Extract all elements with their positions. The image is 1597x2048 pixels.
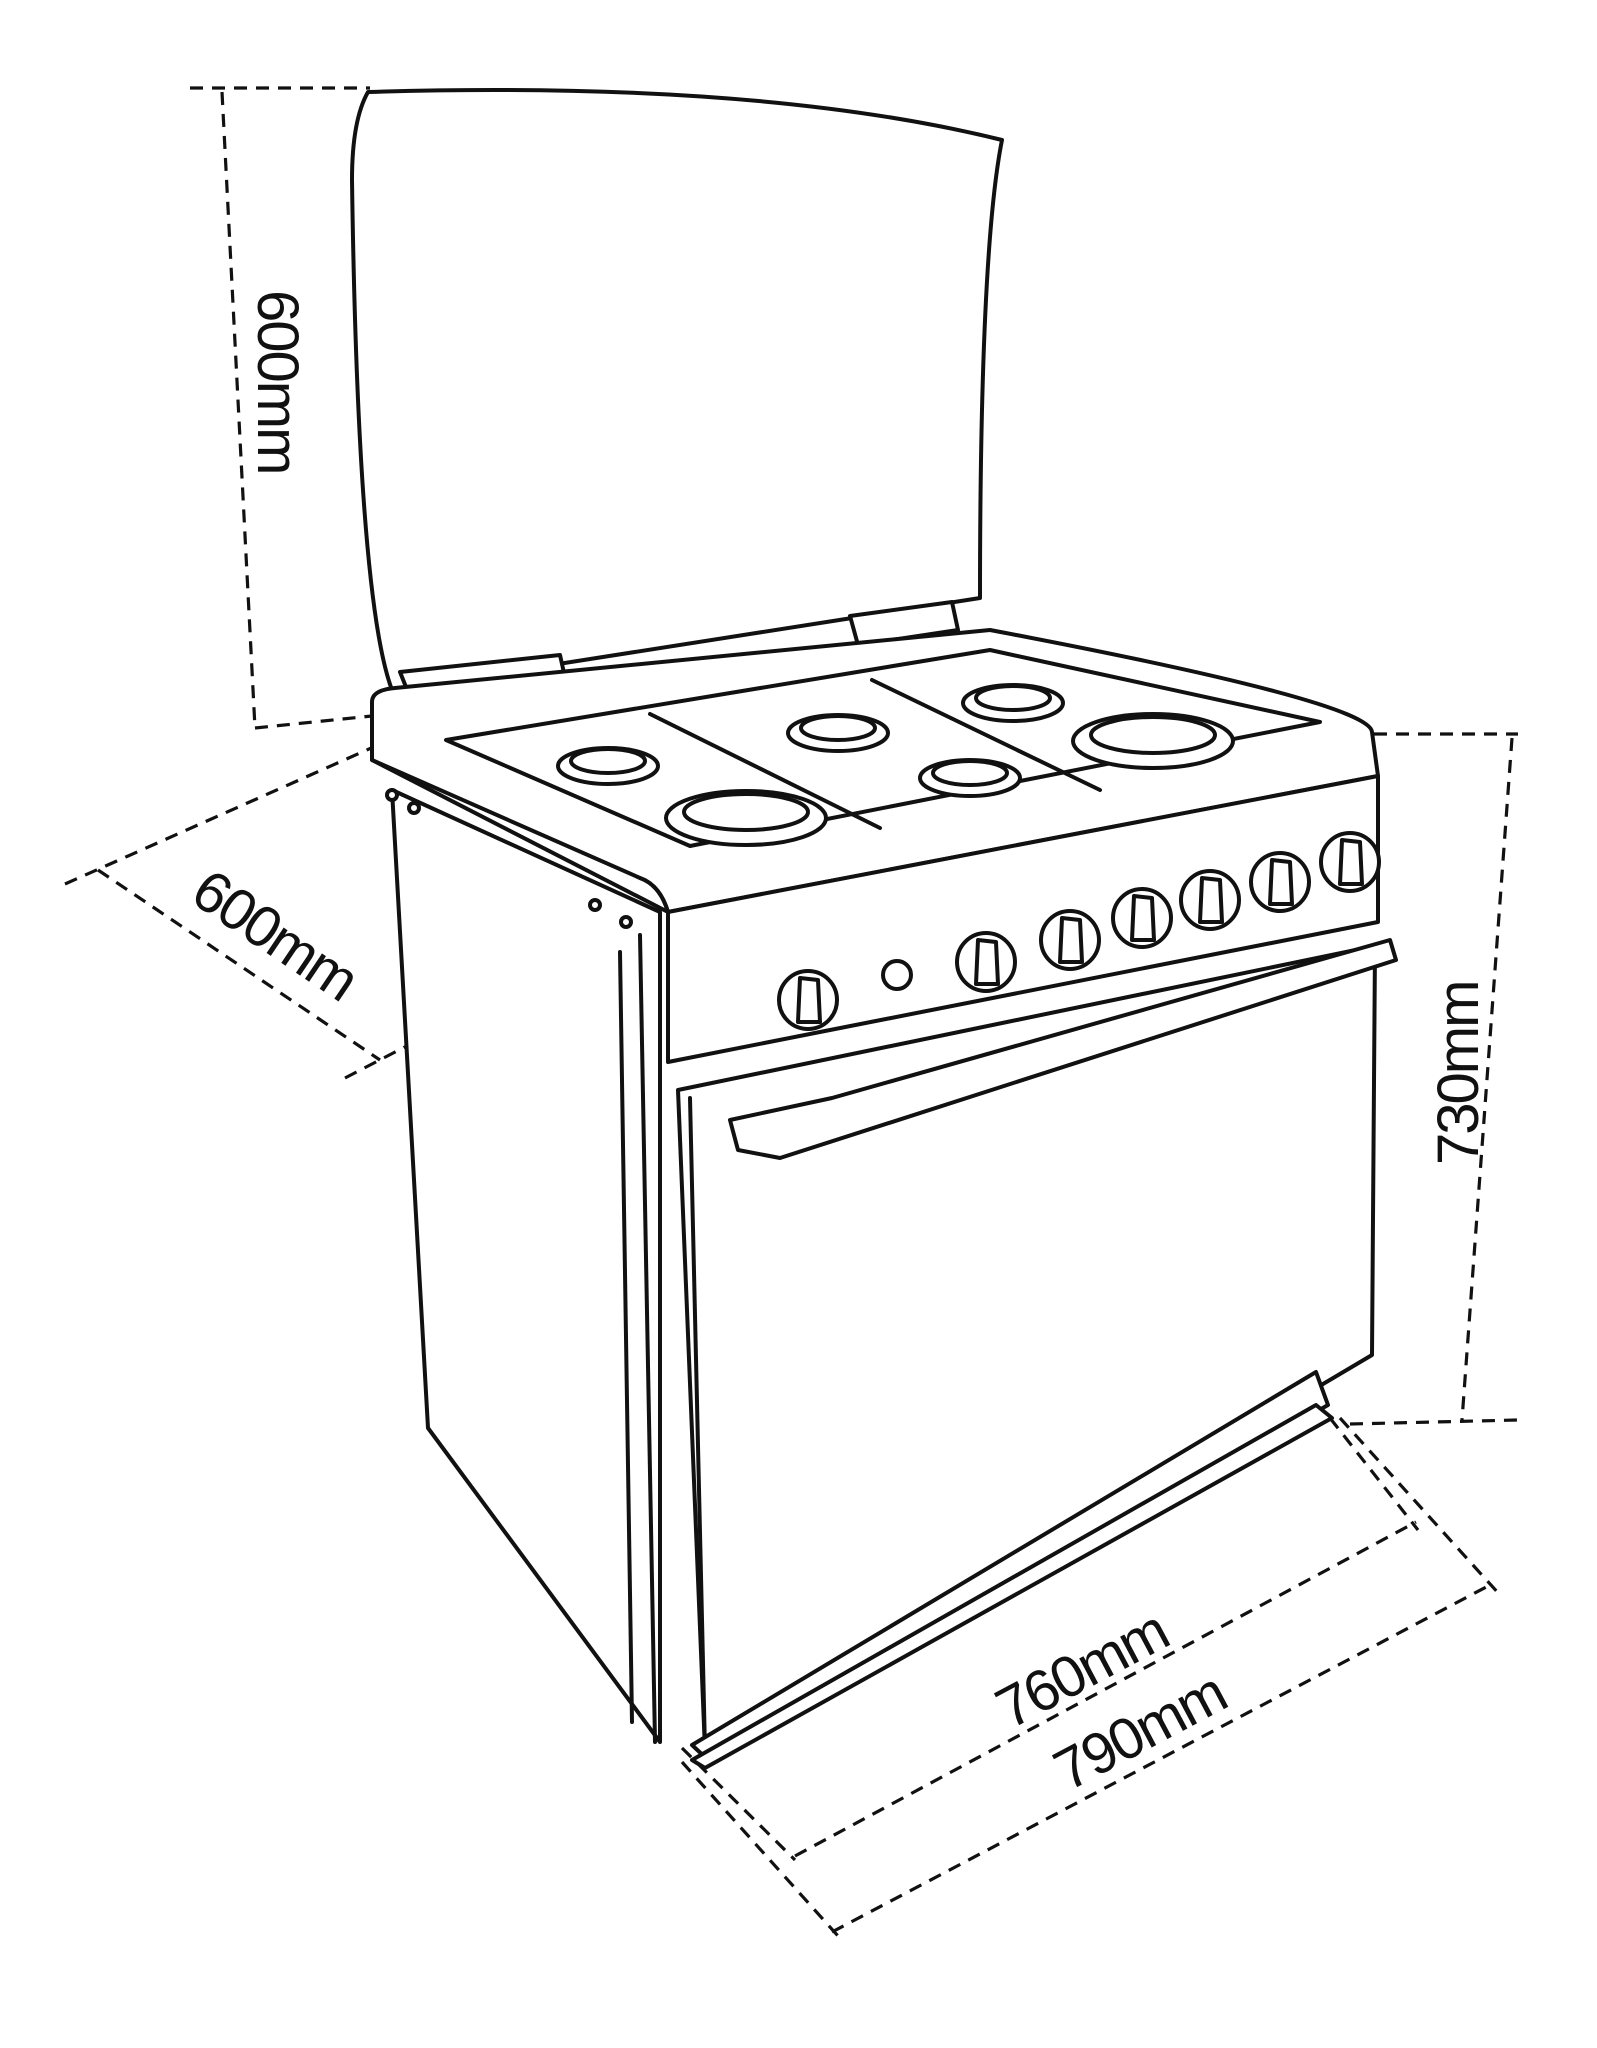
dimension-label-depth: 600mm	[181, 857, 369, 1013]
oven-door-handle	[728, 938, 1398, 1160]
side-panel	[385, 788, 662, 1744]
knob-5-icon	[1179, 869, 1241, 931]
control-knobs	[777, 831, 1381, 1031]
cooktop	[370, 628, 1380, 914]
burner-rear-right	[961, 683, 1065, 723]
knob-3-icon	[1039, 909, 1101, 971]
lid	[350, 88, 1004, 692]
burner-rear-left	[556, 746, 660, 786]
knob-7-icon	[1319, 831, 1381, 893]
knob-4-icon	[1111, 887, 1173, 949]
knob-1-icon	[777, 969, 839, 1031]
knob-6-icon	[1249, 851, 1311, 913]
oven-door	[676, 944, 1377, 1752]
dimension-line-outer-width	[680, 1416, 1502, 1938]
control-panel	[638, 774, 1380, 1064]
dimension-label-body-height: 730mm	[1426, 982, 1491, 1165]
dimension-label-lid-height: 600mm	[245, 290, 310, 473]
burner-front-left	[664, 789, 828, 847]
burners	[556, 683, 1235, 847]
burner-front-middle	[918, 758, 1022, 798]
dimension-line-body-height	[1349, 732, 1519, 1426]
dimension-line-lid-height	[190, 86, 373, 730]
burner-front-right	[1071, 712, 1235, 770]
burner-rear-middle	[786, 713, 890, 753]
kick-plate	[690, 1370, 1334, 1770]
ignition-button-icon	[881, 959, 913, 991]
knob-2-icon	[955, 931, 1017, 993]
